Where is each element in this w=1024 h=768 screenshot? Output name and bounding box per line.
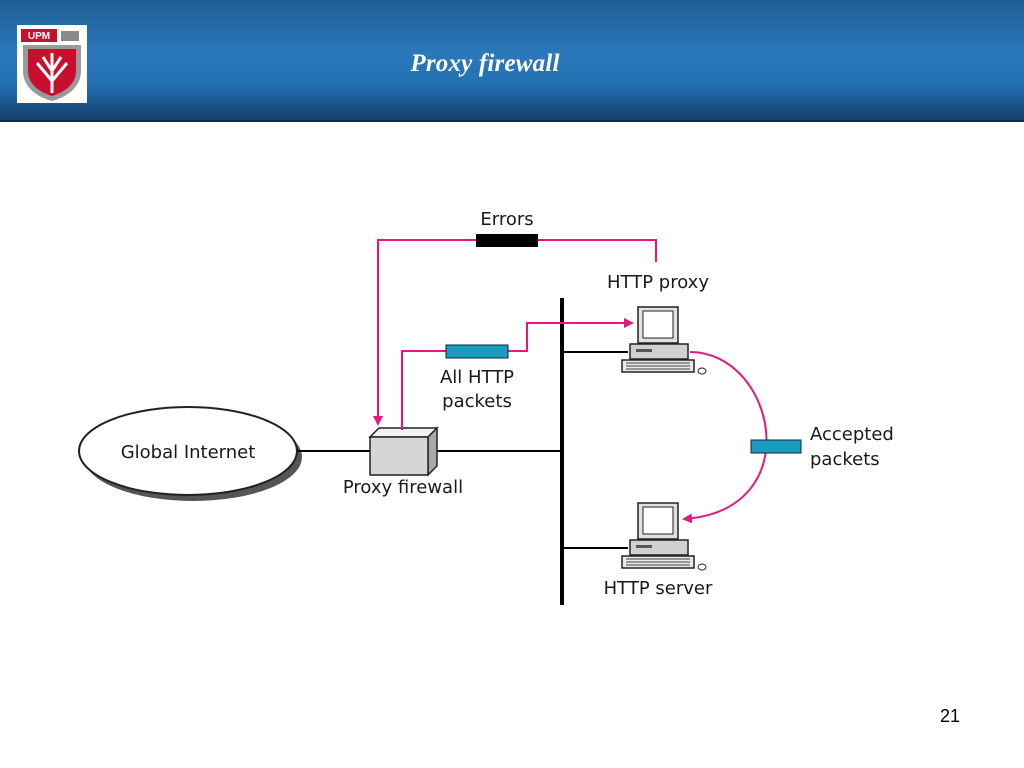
http-server-label: HTTP server [604,578,713,599]
proxy-firewall-label: Proxy firewall [343,477,463,498]
page-number: 21 [939,706,960,726]
proxy-computer-icon [621,306,707,375]
slide-title: Proxy firewall [410,50,560,77]
accepted-packets-arrow [682,351,768,524]
http-proxy-label: HTTP proxy [607,272,709,293]
accepted-packet-icon [750,439,802,454]
global-internet-label: Global Internet [121,442,256,463]
logo-text: UPM [28,31,50,42]
server-computer-icon [621,502,707,571]
slide-header: UPM Proxy firewall [0,0,1024,122]
all-http-label-line1: All HTTP [440,367,514,388]
error-packet-icon [476,234,538,247]
accepted-label-line2: packets [810,449,880,470]
http-packets-arrow [401,318,634,430]
http-packet-icon [445,344,509,359]
errors-label: Errors [480,209,533,230]
accepted-label-line1: Accepted [810,424,894,445]
upm-logo: UPM [17,25,87,103]
global-internet-cloud [78,406,302,501]
errors-arrow [373,239,657,426]
all-http-label-line2: packets [442,391,512,412]
firewall-box-icon [368,426,439,477]
